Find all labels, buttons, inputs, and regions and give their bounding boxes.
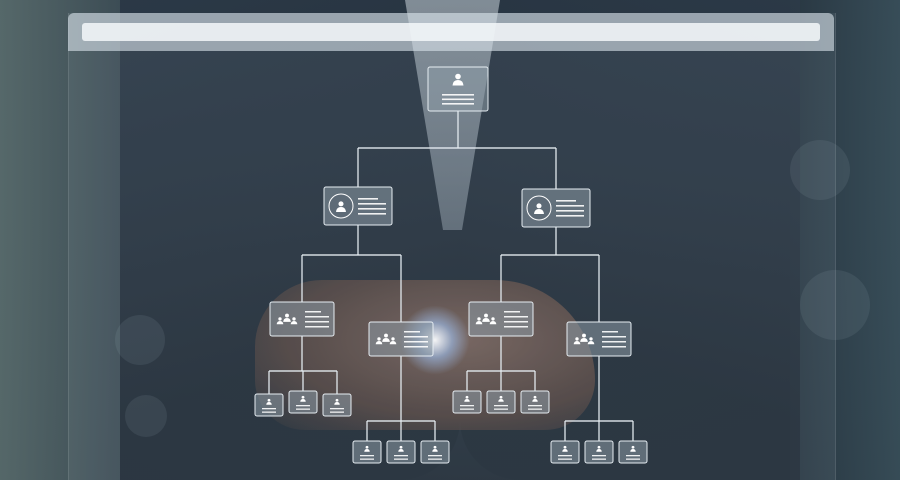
bokeh-circle (125, 395, 167, 437)
org-card-l3c1 (452, 390, 482, 414)
person-icon (300, 395, 306, 402)
person-icon (532, 395, 538, 402)
org-card-l1a (323, 186, 393, 226)
bokeh-circle (115, 315, 165, 365)
org-card-l3d1 (550, 440, 580, 464)
org-chart-connectors (268, 111, 634, 441)
org-chart-cards (254, 66, 648, 464)
org-card-l2d (566, 321, 632, 357)
person-icon (452, 73, 464, 86)
person-icon (562, 445, 568, 452)
person-icon (596, 445, 602, 452)
person-icon (464, 395, 470, 402)
org-card-l3d2 (584, 440, 614, 464)
org-card-l3c2 (486, 390, 516, 414)
org-card-root (427, 66, 489, 112)
org-card-l3a2 (288, 390, 318, 414)
org-card-l3a1 (254, 393, 284, 417)
person-icon (364, 445, 370, 452)
org-card-l2c (468, 301, 534, 337)
background-wall-left (0, 0, 120, 480)
team-icon (375, 333, 397, 345)
background-wall-right (790, 0, 900, 480)
org-card-l3b2 (386, 440, 416, 464)
org-card-l2a (269, 301, 335, 337)
org-card-l3d3 (618, 440, 648, 464)
team-icon (475, 313, 497, 325)
org-card-l3b1 (352, 440, 382, 464)
org-card-l1b (521, 188, 591, 228)
person-icon (334, 398, 340, 405)
team-icon (573, 333, 595, 345)
person-icon (432, 445, 438, 452)
person-icon (328, 193, 354, 219)
address-bar[interactable] (82, 23, 820, 41)
person-icon (498, 395, 504, 402)
team-icon (276, 313, 298, 325)
bokeh-circle (790, 140, 850, 200)
org-card-l2b (368, 321, 434, 357)
org-card-l3c3 (520, 390, 550, 414)
person-icon (630, 445, 636, 452)
org-card-l3a3 (322, 393, 352, 417)
person-icon (266, 398, 272, 405)
person-icon (398, 445, 404, 452)
person-icon (526, 195, 552, 221)
bokeh-circle (800, 270, 870, 340)
org-card-l3b3 (420, 440, 450, 464)
